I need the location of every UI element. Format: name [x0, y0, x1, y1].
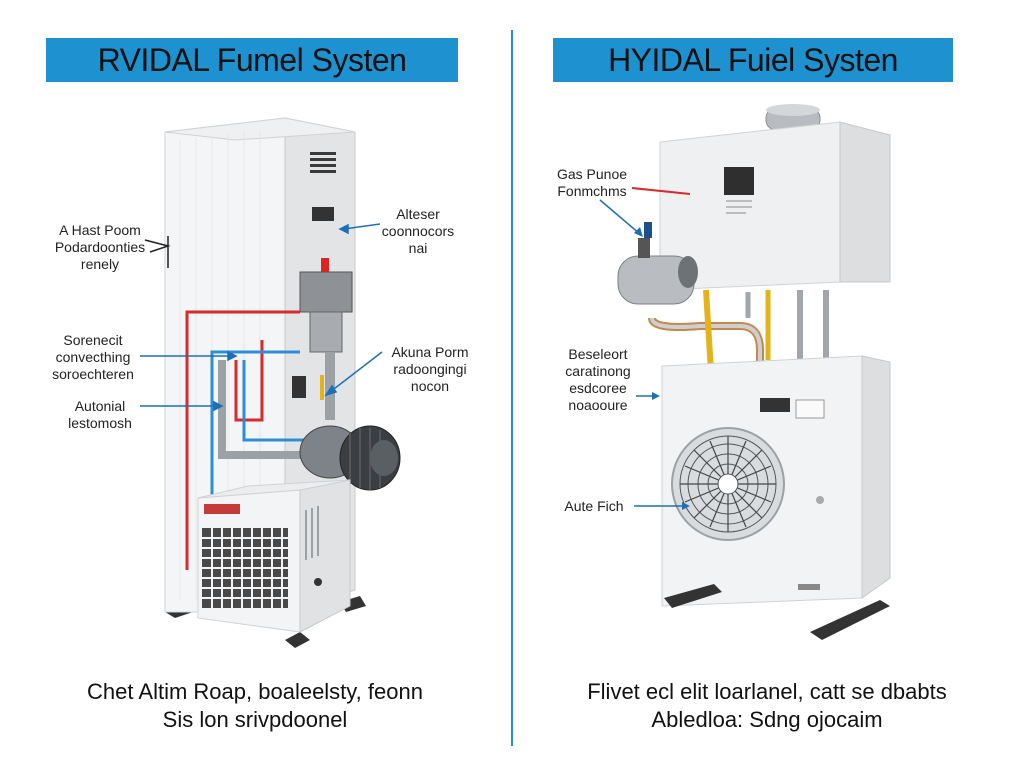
label-aute: Aute Fich: [556, 498, 632, 515]
label-gas-pump: Gas Punoe Fonmchms: [550, 166, 634, 200]
left-title-banner: RVIDAL Fumel Systen: [46, 38, 458, 82]
label-alteser: Alteser coonnocors nai: [378, 206, 458, 257]
right-title: HYIDAL Fuiel Systen: [608, 42, 898, 79]
left-title: RVIDAL Fumel Systen: [98, 42, 407, 79]
right-fuel-system-unit: [618, 104, 890, 640]
label-sorenech: Sorenecit convecthing soroechteren: [38, 332, 148, 383]
label-akuna: Akuna Porm radoongingi nocon: [380, 344, 480, 395]
label-autonial: Autonial lestomosh: [52, 398, 148, 432]
right-caption: Flivet ecl elit loarlanel, catt se dbabt…: [532, 678, 1002, 734]
label-beseleort: Beseleort caratinong esdcoree noaooure: [550, 346, 646, 414]
label-heat-pump: A Hast Poom Podardoonties renely: [50, 222, 150, 273]
left-caption: Chet Altim Roap, boaleelsty, feonn Sis l…: [20, 678, 490, 734]
left-heat-pump-unit: [165, 118, 400, 648]
center-divider: [511, 30, 513, 746]
right-title-banner: HYIDAL Fuiel Systen: [553, 38, 953, 82]
